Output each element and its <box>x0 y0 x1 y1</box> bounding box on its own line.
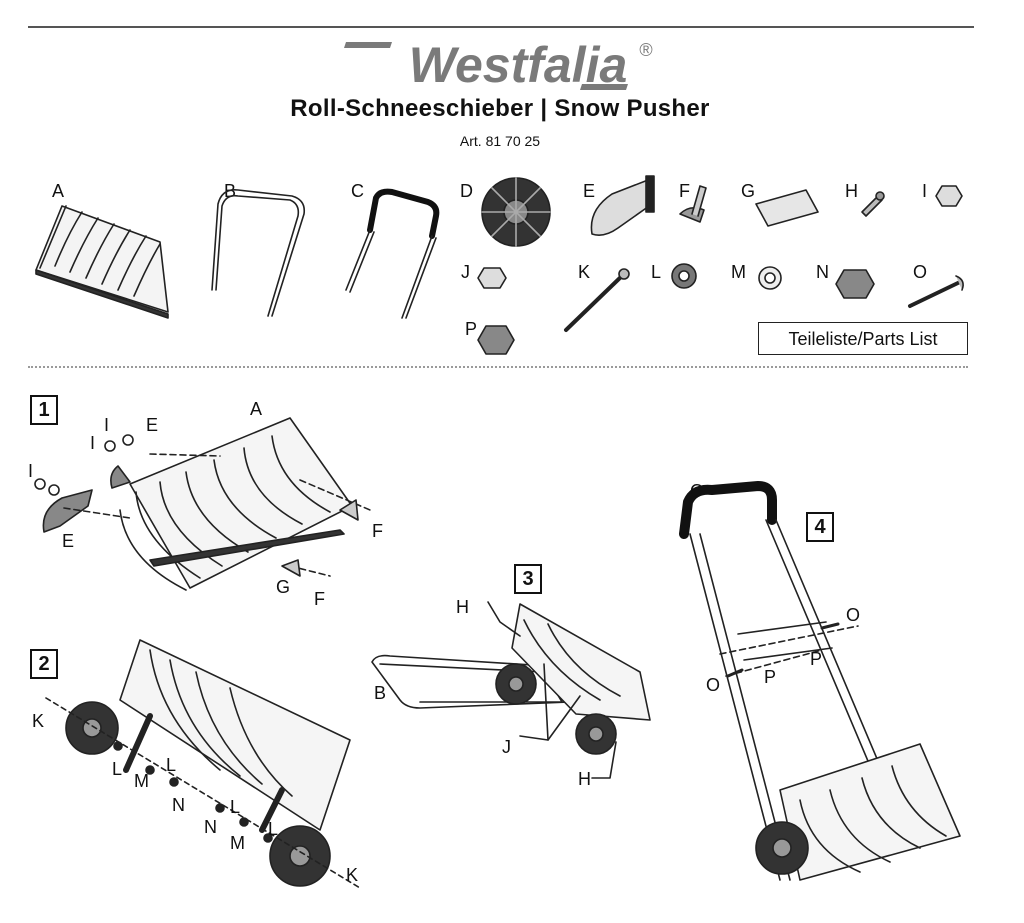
part-f-bolt-drawing <box>679 185 707 223</box>
step4-label-o-2: O <box>706 675 721 695</box>
step2-label-n-1: N <box>172 795 185 815</box>
step2-label-n-2: N <box>204 817 217 837</box>
step-3-drawing <box>371 601 651 779</box>
registered-mark: ® <box>639 40 652 60</box>
part-j-nut-drawing <box>477 267 507 289</box>
step2-label-l-4: L <box>268 819 279 839</box>
part-m-washer-drawing <box>758 266 782 290</box>
step2-label-k-1: K <box>32 711 45 731</box>
page-title: Roll-Schneeschieber | Snow Pusher <box>290 95 710 122</box>
part-label-n: N <box>816 262 829 282</box>
part-label-a: A <box>52 181 65 201</box>
part-label-m: M <box>731 262 746 282</box>
part-a-blade-drawing <box>35 205 169 319</box>
part-label-i: I <box>922 181 928 201</box>
step2-label-l-3: L <box>230 797 241 817</box>
part-label-c: C <box>351 181 364 201</box>
parts-list-box: Teileliste/Parts List <box>758 322 968 355</box>
step-2-drawing <box>45 639 361 889</box>
section-divider <box>28 366 968 368</box>
step1-label-e-2: E <box>62 531 75 551</box>
step1-label-g: G <box>276 577 291 597</box>
step-1-number: 1 <box>30 395 58 425</box>
part-p-nut-drawing <box>477 325 515 355</box>
part-label-p: P <box>465 319 478 339</box>
part-n-nut-drawing <box>835 269 875 299</box>
step2-label-l-1: L <box>112 759 123 779</box>
step2-label-l-2: L <box>166 755 177 775</box>
step2-label-k-2: K <box>346 865 359 885</box>
step4-label-p-1: P <box>764 667 777 687</box>
step1-label-i-2: I <box>90 433 96 453</box>
part-label-k: K <box>578 262 591 282</box>
article-number: Art. 81 70 25 <box>459 133 541 149</box>
step1-label-a: A <box>250 399 263 419</box>
step-3-number: 3 <box>514 564 542 594</box>
part-label-g: G <box>741 181 756 201</box>
part-label-j: J <box>461 262 470 282</box>
part-label-o: O <box>913 262 928 282</box>
part-label-f: F <box>679 181 690 201</box>
step1-label-i-3: I <box>28 461 34 481</box>
part-e-bracket-drawing <box>590 175 655 236</box>
step4-label-p-2: P <box>810 649 823 669</box>
part-g-plate-drawing <box>755 189 819 227</box>
step3-label-h-2: H <box>578 769 591 789</box>
step1-label-e-1: E <box>146 415 159 435</box>
step-4-number: 4 <box>806 512 834 542</box>
part-label-d: D <box>460 181 473 201</box>
part-label-h: H <box>845 181 858 201</box>
step1-label-i-1: I <box>104 415 110 435</box>
step1-label-f-1: F <box>372 521 383 541</box>
step4-label-o-1: O <box>846 605 861 625</box>
step2-label-m-1: M <box>134 771 149 791</box>
part-label-e: E <box>583 181 596 201</box>
westfalia-logo: Westfalia ® <box>344 37 653 93</box>
part-k-bolt-drawing <box>564 268 630 332</box>
step2-label-m-2: M <box>230 833 245 853</box>
part-i-nut-drawing <box>935 185 963 207</box>
part-l-washer-drawing <box>671 263 697 289</box>
step-4-drawing <box>679 481 961 881</box>
part-c-handle-drawing <box>345 188 440 319</box>
part-o-bolt-drawing <box>908 275 964 308</box>
step1-label-f-2: F <box>314 589 325 609</box>
part-b-frame-drawing <box>211 188 306 317</box>
step-1-drawing <box>34 417 371 591</box>
step3-label-h-1: H <box>456 597 469 617</box>
logo-text: Westfalia <box>409 37 628 93</box>
step4-label-c: C <box>690 481 703 501</box>
step-2-number: 2 <box>30 649 58 679</box>
part-d-wheel-drawing <box>481 177 551 247</box>
top-rule <box>28 26 974 28</box>
part-label-l: L <box>651 262 662 282</box>
step3-label-b: B <box>374 683 387 703</box>
step3-label-j: J <box>502 737 511 757</box>
part-h-bolt-drawing <box>861 191 885 217</box>
